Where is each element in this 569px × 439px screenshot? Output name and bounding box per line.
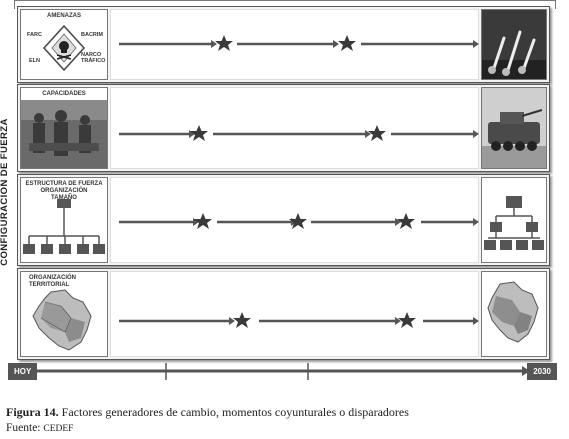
panel-title-territorial: ORGANIZACIÓN TERRITORIAL	[29, 275, 76, 288]
timeline-bar	[36, 363, 530, 380]
soldiers-icon	[21, 100, 107, 168]
missile-launch-icon	[482, 10, 546, 79]
arrow-track-4	[110, 271, 479, 357]
figure-caption: Figura 14. Factores generadores de cambi…	[6, 405, 409, 420]
row-territorial: ORGANIZACIÓN TERRITORIAL	[17, 268, 550, 360]
arrow-track-2	[110, 87, 479, 169]
panel-title-capacidades: CAPACIDADES	[42, 91, 86, 97]
source-name: CEDEF	[43, 424, 74, 434]
skull-warning-icon	[42, 24, 86, 72]
org-chart-small-icon	[484, 196, 544, 250]
side-label: CONFIGURACIÓN DE FUERZA	[0, 118, 10, 266]
row-amenazas: AMENAZAS FARC BACRIM ELN NARCO TRÁFICO	[17, 6, 550, 83]
colombia-map-future-icon	[487, 281, 539, 343]
timeline-start-label: HOY	[8, 363, 38, 380]
arrows-stars-1	[119, 35, 479, 51]
soldiers-image: CAPACIDADES	[20, 87, 108, 169]
threat-narco: NARCO TRÁFICO	[81, 52, 106, 64]
star-icon	[397, 213, 415, 229]
threats-panel: AMENAZAS FARC BACRIM ELN NARCO TRÁFICO	[20, 9, 108, 80]
row-estructura: ESTRUCTURA DE FUERZA ORGANIZACIÓN TAMAÑO	[17, 174, 550, 266]
map-future-panel	[481, 271, 547, 357]
map-panel: ORGANIZACIÓN TERRITORIAL	[20, 271, 108, 357]
missiles-image	[481, 9, 547, 80]
star-icon	[194, 213, 212, 229]
threat-bacrim: BACRIM	[81, 32, 103, 38]
org-chart-panel: ESTRUCTURA DE FUERZA ORGANIZACIÓN TAMAÑO	[20, 177, 108, 263]
star-icon	[215, 35, 233, 51]
threat-eln: ELN	[29, 58, 40, 64]
star-icon	[398, 312, 416, 328]
arrows-stars-3	[119, 213, 479, 229]
arrow-track-1	[110, 9, 479, 80]
caption-text: Factores generadores de cambio, momentos…	[61, 405, 409, 419]
armored-vehicle-icon	[482, 88, 546, 168]
star-icon	[338, 35, 356, 51]
colombia-map-icon	[32, 289, 92, 351]
star-icon	[289, 213, 307, 229]
arrow-track-3	[110, 177, 479, 263]
figure-source: Fuente: CEDEF	[6, 422, 73, 434]
timeline: HOY 2030	[8, 363, 557, 383]
caption-label: Figura 14.	[6, 405, 59, 419]
armored-vehicle-image	[481, 87, 547, 169]
star-icon	[233, 312, 251, 328]
arrows-stars-4	[119, 312, 479, 328]
star-icon	[368, 125, 386, 141]
panel-title-amenazas: AMENAZAS	[47, 13, 81, 19]
org-chart-icon	[23, 199, 105, 254]
panel-title-estructura: ESTRUCTURA DE FUERZA ORGANIZACIÓN TAMAÑO	[25, 181, 103, 201]
arrows-stars-2	[119, 125, 479, 141]
star-icon	[190, 125, 208, 141]
row-capacidades: CAPACIDADES	[17, 84, 550, 172]
top-brace	[14, 0, 556, 9]
org-chart-reduced-panel	[481, 177, 547, 263]
timeline-end-label: 2030	[527, 363, 557, 380]
source-prefix: Fuente:	[6, 422, 41, 434]
threat-farc: FARC	[27, 32, 42, 38]
